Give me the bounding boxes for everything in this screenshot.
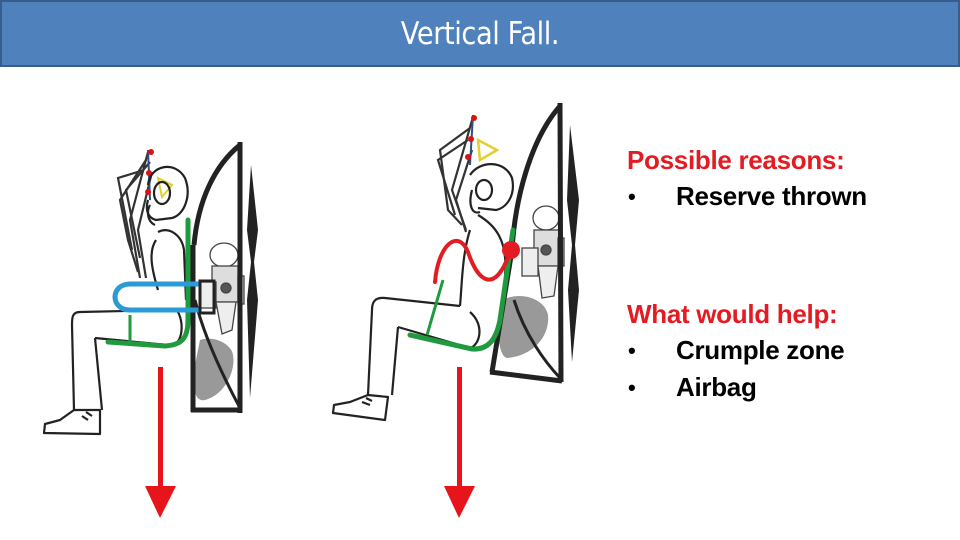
propeller-icon [567,125,579,362]
list-item: • Airbag [627,369,844,406]
reasons-section: Possible reasons: • Reserve thrown [627,142,867,215]
harness-seat-icon [105,217,191,349]
back-padding-icon [193,338,234,401]
illustration-pilot-left [42,142,258,518]
propeller-icon [247,165,258,398]
reserve-attachment-point-icon [502,241,520,259]
pilot-body-icon [331,214,507,422]
reserve-riser-icon [433,238,512,284]
slide-title: Vertical Fall. [400,15,560,52]
harness-seat-icon [407,227,516,352]
reserve-risers-icon [436,114,475,233]
pilot-body-icon [42,229,188,436]
reserve-risers-icon [116,149,154,279]
help-item-text: Airbag [676,372,757,402]
list-item: • Crumple zone [627,332,845,369]
pilot-head-icon [145,165,189,227]
title-bar: Vertical Fall. [0,0,960,67]
engine-icon [199,242,245,335]
bullet-icon: • [628,184,636,209]
illustration-pilot-right [331,102,579,518]
bullet-icon: • [628,375,636,400]
list-item: • Reserve thrown [627,178,867,215]
help-section: What would help: • Crumple zone • Airbag [627,296,845,406]
pilot-head-icon [469,163,514,214]
bullet-icon: • [628,338,636,363]
side-bar-icon [112,281,200,313]
help-heading: What would help: [627,299,838,329]
help-item-text: Crumple zone [676,335,845,365]
reserve-handle-icon [476,137,500,163]
reason-item-text: Reserve thrown [676,181,867,211]
down-arrow-icon [145,367,176,518]
engine-icon [521,205,565,299]
reasons-heading: Possible reasons: [627,145,845,175]
down-arrow-icon [444,367,475,518]
